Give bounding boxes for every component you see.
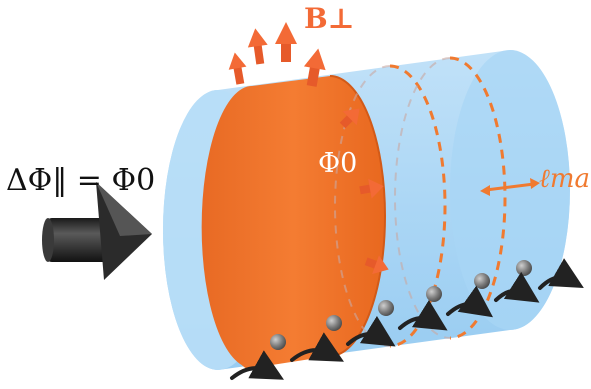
lmag-arrow <box>480 178 540 196</box>
field-arrow-icon <box>339 108 360 129</box>
sphere-icon <box>474 273 490 289</box>
sphere-icon <box>378 300 394 316</box>
sphere-icon <box>426 286 442 302</box>
curved-arrow-icon <box>346 315 396 347</box>
label-b-perp: B⊥ <box>304 2 355 35</box>
tube-end-cap <box>450 50 570 330</box>
label-l-mag: ℓmag <box>539 164 591 194</box>
curved-arrow-icon <box>494 271 540 303</box>
sphere-icon <box>516 260 532 276</box>
curved-arrow-icon <box>538 258 584 290</box>
field-arrow-icon <box>228 52 247 85</box>
curved-arrow-icon <box>230 350 284 380</box>
flux-band <box>201 76 385 368</box>
field-arrow-icon <box>275 22 297 62</box>
field-arrows <box>228 22 389 275</box>
sphere-icon <box>326 315 342 331</box>
field-arrow-icon <box>359 178 384 199</box>
label-phi0: Φ0 <box>318 148 358 179</box>
curved-arrow-icon <box>446 285 494 318</box>
field-arrow-icon <box>364 255 389 275</box>
curved-arrow-icon <box>290 332 344 362</box>
curved-arrow-icon <box>398 299 448 331</box>
field-arrow-icon <box>303 48 326 87</box>
curved-arrows <box>230 258 584 380</box>
field-arrow-icon <box>247 28 268 65</box>
sphere-icon <box>270 334 286 350</box>
big-black-arrow-icon <box>42 182 152 280</box>
label-delta-phi-parallel: ΔΦ‖ = Φ0 <box>6 163 156 198</box>
